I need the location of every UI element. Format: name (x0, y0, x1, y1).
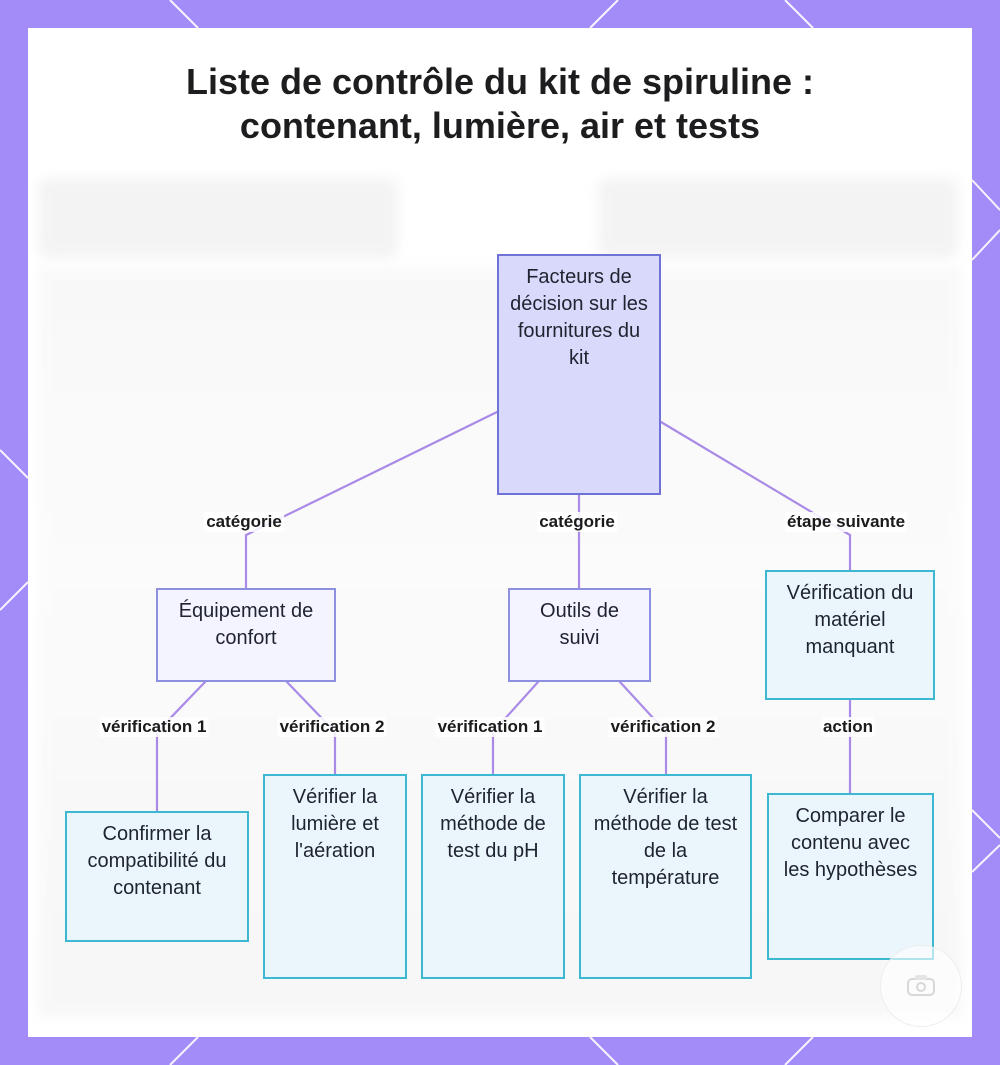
node-temp-test: Vérifier la méthode de test de la tempér… (579, 774, 752, 979)
edge-root-missing (659, 420, 852, 572)
edge-label-action: action (820, 717, 876, 737)
edge-label-next-step: étape suivante (784, 512, 908, 532)
edge-label-check-2a: vérification 2 (277, 717, 387, 737)
edge-label-check-1b: vérification 1 (435, 717, 545, 737)
node-monitoring-tools: Outils de suivi (508, 588, 651, 682)
edge-label-category-1: catégorie (204, 512, 284, 532)
edge-root-comfort (244, 410, 499, 590)
node-compare-contents: Comparer le contenu avec les hypothèses (767, 793, 934, 960)
node-root: Facteurs de décision sur les fournitures… (497, 254, 661, 495)
node-container-compat: Confirmer la compatibilité du contenant (65, 811, 249, 942)
edge-label-check-2b: vérification 2 (608, 717, 718, 737)
edge-comfort-container (155, 680, 207, 813)
edge-label-category-2: catégorie (537, 512, 617, 532)
node-missing-check: Vérification du matériel manquant (765, 570, 935, 700)
node-comfort-equipment: Équipement de confort (156, 588, 336, 682)
node-ph-test: Vérifier la méthode de test du pH (421, 774, 565, 979)
diagram-title: Liste de contrôle du kit de spiruline : … (185, 61, 815, 146)
edge-label-check-1a: vérification 1 (99, 717, 209, 737)
watermark-logo-icon (880, 945, 962, 1027)
node-light-air: Vérifier la lumière et l'aération (263, 774, 407, 979)
